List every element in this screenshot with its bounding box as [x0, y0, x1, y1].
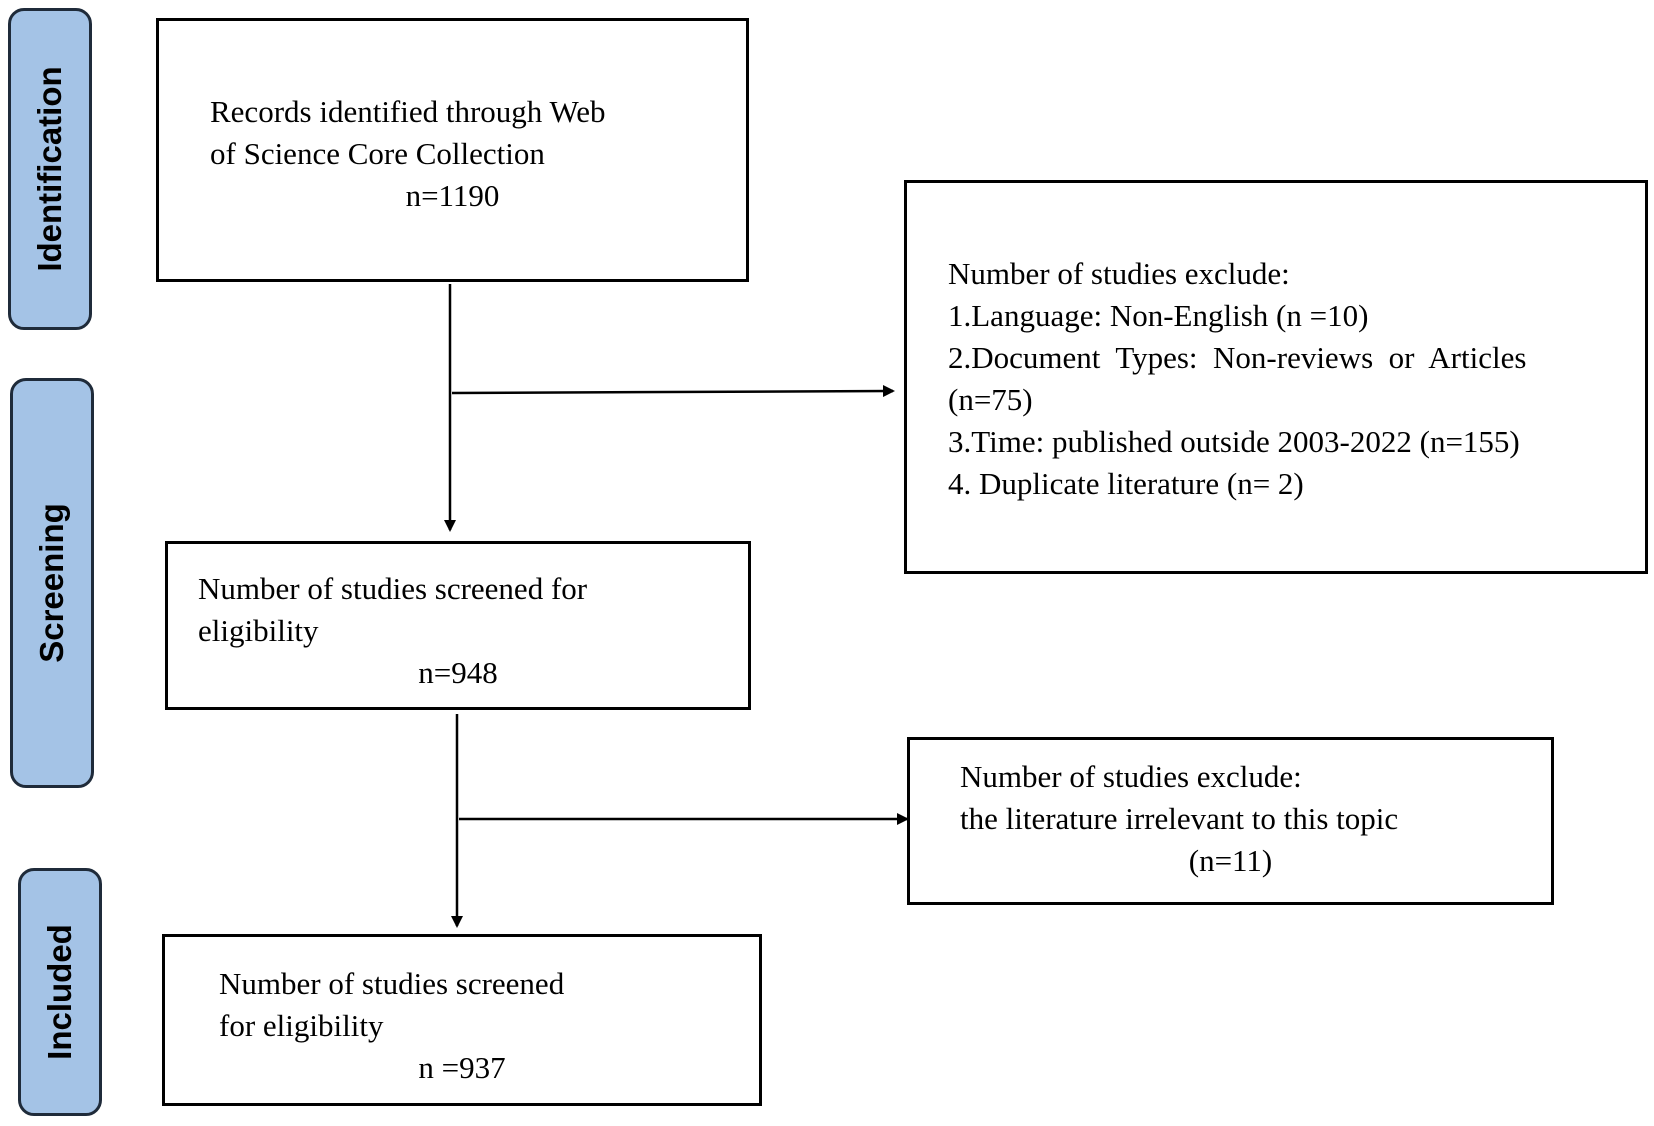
records-count: n=1190	[405, 178, 500, 213]
exclusion1-item4: 4. Duplicate literature (n= 2)	[948, 466, 1304, 501]
records-line1: Records identified through Web	[210, 94, 606, 129]
exclusion1-heading: Number of studies exclude:	[948, 256, 1290, 291]
screened-line1: Number of studies screened for	[198, 571, 588, 606]
exclusion1-item3: 3.Time: published outside 2003-2022 (n=1…	[948, 424, 1520, 459]
screened-box: Number of studies screened for eligibili…	[165, 541, 751, 710]
included-count: n =937	[418, 1050, 506, 1085]
exclusion2-heading: Number of studies exclude:	[960, 759, 1302, 794]
exclusion2-count: (n=11)	[1188, 843, 1273, 878]
included-line2: for eligibility	[219, 1008, 384, 1043]
included-box: Number of studies screened for eligibili…	[162, 934, 762, 1106]
included-line1: Number of studies screened	[219, 966, 565, 1001]
screened-line2: eligibility	[198, 613, 319, 648]
stage-screening: Screening	[10, 378, 94, 788]
records-line2: of Science Core Collection	[210, 136, 545, 171]
exclusion-box-1: Number of studies exclude: 1.Language: N…	[904, 180, 1648, 574]
screened-count: n=948	[418, 655, 498, 690]
stage-included: Included	[18, 868, 102, 1116]
exclusion1-item2b: (n=75)	[948, 382, 1033, 417]
exclusion1-item1: 1.Language: Non-English (n =10)	[948, 298, 1369, 333]
records-identified-box: Records identified through Web of Scienc…	[156, 18, 749, 282]
exclusion2-line2: the literature irrelevant to this topic	[960, 801, 1399, 836]
arrow-to-exclusion-1	[451, 385, 895, 398]
exclusion1-item2a: 2.Document Types: Non-reviews or Article…	[948, 340, 1527, 375]
stage-identification: Identification	[8, 8, 92, 330]
exclusion-box-2: Number of studies exclude: the literatur…	[907, 737, 1554, 905]
